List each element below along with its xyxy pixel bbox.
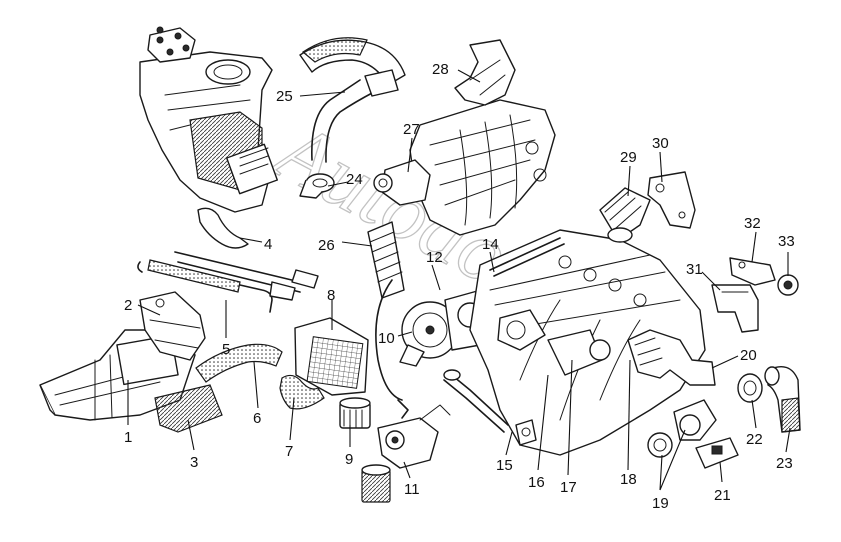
part-number-32[interactable]: 32 <box>744 215 761 232</box>
part-number-15[interactable]: 15 <box>496 457 513 474</box>
filter-housing-icon <box>377 404 451 469</box>
part-number-22[interactable]: 22 <box>746 431 763 448</box>
corrugated-pipe-29-icon <box>599 187 651 243</box>
part-number-14[interactable]: 14 <box>482 236 499 253</box>
dipstick-tube-icon <box>489 237 565 277</box>
hose-4-icon <box>197 207 249 249</box>
bushing-33-icon <box>777 274 799 296</box>
mount-bracket-21-icon <box>695 437 739 469</box>
part-number-16[interactable]: 16 <box>528 474 545 491</box>
part-number-27[interactable]: 27 <box>403 121 420 138</box>
part-number-26[interactable]: 26 <box>318 237 335 254</box>
intercooler-icon <box>294 317 369 396</box>
part-number-11[interactable]: 11 <box>404 481 420 498</box>
intake-manifold-icon <box>409 99 556 236</box>
oil-return-pipe-icon <box>443 369 509 433</box>
part-numbers: 1 2 3 4 5 6 7 8 9 10 11 12 14 15 16 17 1… <box>124 61 795 512</box>
part-number-9[interactable]: 9 <box>345 451 353 468</box>
part-number-12[interactable]: 12 <box>426 249 443 266</box>
part-number-23[interactable]: 23 <box>776 455 793 472</box>
part-number-31[interactable]: 31 <box>686 261 703 278</box>
engine-block-icon <box>469 229 706 456</box>
engine-mount-icon <box>647 399 717 458</box>
flexible-pipe-icon <box>627 329 716 386</box>
callout-lines <box>127 69 791 491</box>
hose-6-icon <box>195 343 283 383</box>
part-number-24[interactable]: 24 <box>346 171 363 188</box>
part-number-25[interactable]: 25 <box>276 88 293 105</box>
intake-hose-icon <box>299 37 406 163</box>
part-number-33[interactable]: 33 <box>778 233 795 250</box>
bracket-32-icon <box>729 257 776 286</box>
oil-filter-icon <box>339 397 371 429</box>
filter-cartridge-icon <box>361 464 391 503</box>
part-number-21[interactable]: 21 <box>714 487 731 504</box>
part-number-8[interactable]: 8 <box>327 287 335 304</box>
part-number-18[interactable]: 18 <box>620 471 637 488</box>
part-number-10[interactable]: 10 <box>378 330 395 347</box>
part-number-6[interactable]: 6 <box>253 410 261 427</box>
part-number-29[interactable]: 29 <box>620 149 637 166</box>
part-number-4[interactable]: 4 <box>264 236 272 253</box>
part-number-17[interactable]: 17 <box>560 479 577 496</box>
pipe-assembly-icon <box>137 251 319 313</box>
air-filter-housing-icon <box>139 51 278 213</box>
hose-7-icon <box>279 374 325 410</box>
gasket-icon <box>515 419 537 446</box>
part-number-1[interactable]: 1 <box>124 429 132 446</box>
part-number-28[interactable]: 28 <box>432 61 449 78</box>
throttle-body-icon <box>373 159 431 206</box>
part-number-19[interactable]: 19 <box>652 495 669 512</box>
part-number-7[interactable]: 7 <box>285 443 293 460</box>
clamp-icon <box>299 173 335 199</box>
cable-icon <box>375 279 409 419</box>
part-number-30[interactable]: 30 <box>652 135 669 152</box>
part-number-3[interactable]: 3 <box>190 454 198 471</box>
valve-block-icon <box>147 26 196 63</box>
bushing-22-icon <box>737 373 763 403</box>
bracket-28-icon <box>454 39 516 106</box>
mount-bracket-31-icon <box>711 284 759 333</box>
part-number-5[interactable]: 5 <box>222 341 230 358</box>
corrugated-hose-icon <box>367 221 405 299</box>
part-number-2[interactable]: 2 <box>124 297 132 314</box>
heat-shield-icon <box>647 171 696 229</box>
part-number-20[interactable]: 20 <box>740 347 757 364</box>
elbow-pipe-icon <box>764 366 801 433</box>
air-filter-element-icon <box>154 384 223 433</box>
bracket-2-icon <box>139 291 206 361</box>
